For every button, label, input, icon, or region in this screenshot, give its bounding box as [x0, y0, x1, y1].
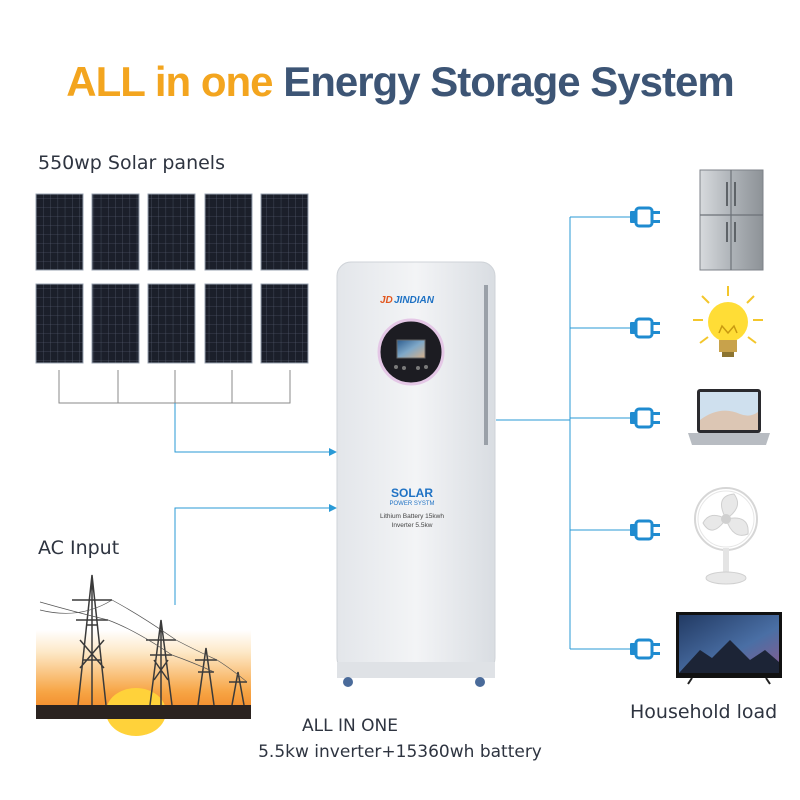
- solar-panel: [204, 193, 253, 271]
- solar-panel: [260, 283, 309, 364]
- caption-line-1: ALL IN ONE: [302, 716, 398, 736]
- arrow-heads: [329, 448, 337, 512]
- solar-panel: [91, 283, 140, 364]
- brand-prefix: JD: [380, 295, 393, 306]
- title-highlight: ALL in one: [66, 58, 273, 105]
- fan-icon: [694, 487, 758, 585]
- plug-icon: [630, 638, 660, 660]
- plug-icon: [630, 519, 660, 541]
- solar-panel: [260, 193, 309, 271]
- title-main: Energy Storage System: [283, 58, 735, 105]
- solar-panels-label: 550wp Solar panels: [38, 152, 225, 174]
- lcd-screen: [396, 339, 426, 359]
- television-icon: [676, 612, 782, 685]
- arrow-to-unit-solar: [329, 448, 337, 456]
- caster-wheel: [343, 677, 353, 687]
- panel-wiring: [58, 370, 291, 404]
- power-tower-icon: [72, 574, 247, 706]
- plug-icon: [630, 407, 660, 429]
- light-bulb-icon: [693, 286, 763, 357]
- solar-panel: [204, 283, 253, 364]
- plug-icon: [630, 317, 660, 339]
- solar-panel: [35, 283, 84, 364]
- ac-input-label: AC Input: [38, 537, 120, 559]
- all-in-one-unit: JD JINDIAN SOLAR POWER SYSTM Lithium Bat…: [336, 261, 496, 687]
- plug-icon: [630, 206, 660, 228]
- solar-logo: SOLAR: [391, 486, 433, 500]
- solar-panel: [147, 283, 196, 364]
- solar-panel: [147, 193, 196, 271]
- arrow-to-unit-ac: [329, 504, 337, 512]
- spec-battery: Lithium Battery 15kwh: [380, 513, 444, 520]
- spec-inverter: Inverter 5.5kw: [392, 522, 433, 529]
- connection-lines: [174, 216, 630, 650]
- page-title: ALL in one Energy Storage System: [0, 58, 800, 106]
- solar-panel: [35, 193, 84, 271]
- ac-input-scene: [36, 574, 251, 736]
- solar-logo-sub: POWER SYSTM: [389, 501, 434, 507]
- solar-panel: [91, 193, 140, 271]
- caster-wheel: [475, 677, 485, 687]
- caption-line-2: 5.5kw inverter+15360wh battery: [258, 742, 542, 762]
- brand-suffix: JINDIAN: [394, 295, 435, 306]
- plug-icons: [630, 206, 660, 660]
- refrigerator-icon: [699, 169, 764, 271]
- household-load-label: Household load: [630, 701, 778, 723]
- laptop-icon: [688, 389, 770, 445]
- solar-panel-array: [35, 193, 309, 364]
